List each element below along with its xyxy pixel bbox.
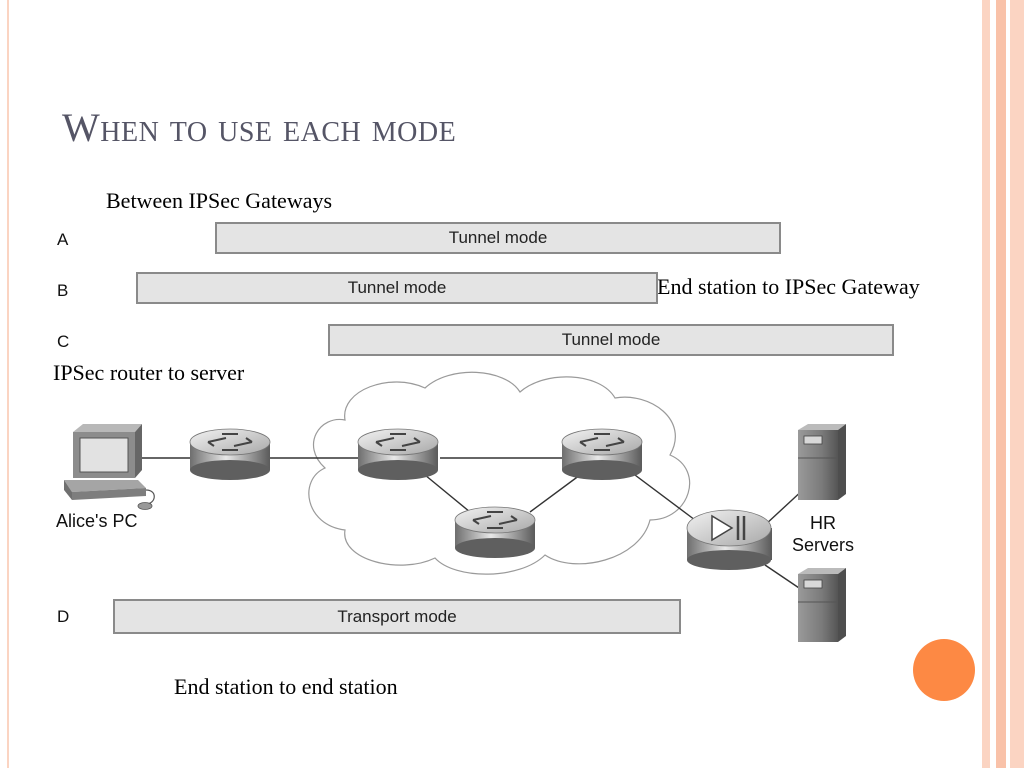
router-icon [561, 428, 643, 480]
tunnel-mode-bar-b: Tunnel mode [136, 272, 658, 304]
tunnel-mode-bar-a: Tunnel mode [215, 222, 781, 254]
caption-gateways: Between IPSec Gateways [106, 188, 333, 213]
router-icon [189, 428, 271, 480]
row-letter-b: B [57, 281, 69, 300]
workstation-icon [64, 424, 155, 510]
left-border-line [7, 0, 9, 768]
tunnel-mode-bar-c: Tunnel mode [328, 324, 894, 356]
alice-pc-label: Alice's PC [56, 511, 138, 531]
firewall-icon [686, 509, 772, 570]
right-stripe [982, 0, 990, 768]
right-stripe [1010, 0, 1024, 768]
router-icon [454, 506, 536, 558]
network-links [135, 457, 806, 593]
row-letter-d: D [57, 607, 70, 626]
router-icon [357, 428, 439, 480]
server-icon [798, 424, 846, 500]
right-stripe [996, 0, 1006, 768]
slide-title: When to use each mode [62, 105, 457, 150]
accent-dot [913, 639, 975, 701]
server-icon [798, 568, 846, 642]
right-stripe [1006, 0, 1010, 768]
caption-end-to-gateway: End station to IPSec Gateway [657, 274, 920, 299]
right-stripe [990, 0, 996, 768]
cloud-shape [308, 371, 691, 575]
row-letter-a: A [57, 230, 69, 249]
hr-servers-label-line1: HR [810, 513, 836, 533]
caption-router-to-server: IPSec router to server [53, 360, 245, 385]
hr-servers-label-line2: Servers [791, 535, 854, 555]
row-letter-c: C [57, 332, 70, 351]
caption-end-to-end: End station to end station [174, 674, 398, 699]
transport-mode-bar-d: Transport mode [113, 599, 681, 634]
